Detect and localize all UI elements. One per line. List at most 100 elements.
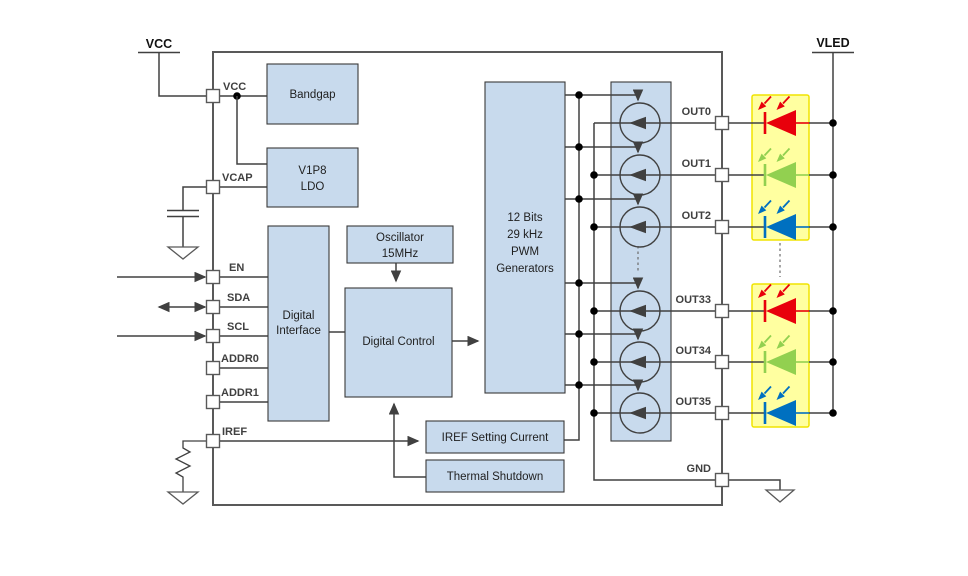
output-pin-label: OUT0 bbox=[682, 106, 711, 118]
led-emission-arrowhead bbox=[758, 153, 767, 162]
led-emission-arrow bbox=[782, 199, 791, 209]
junction-dot bbox=[590, 358, 598, 366]
pwm-control-wire bbox=[565, 89, 644, 102]
output-pin-label: OUT33 bbox=[676, 294, 711, 306]
led-triangle bbox=[766, 400, 796, 426]
block-bandgap: Bandgap bbox=[266, 63, 359, 125]
led-emission-arrow bbox=[782, 147, 791, 157]
ground-icon bbox=[764, 489, 796, 503]
vcc-to-ldo-wire bbox=[236, 96, 267, 165]
block-label: Generators bbox=[496, 263, 554, 275]
vled-junction-dot bbox=[829, 409, 837, 417]
block-v1p8-ldo: V1P8 LDO bbox=[266, 147, 359, 208]
pwm-control-wire bbox=[565, 277, 644, 290]
led-triangle bbox=[766, 214, 796, 240]
pin-scl bbox=[205, 328, 221, 344]
pin-gnd bbox=[714, 472, 730, 488]
led-emission-arrow bbox=[763, 147, 772, 157]
pwm-control-wire bbox=[565, 328, 644, 341]
junction-dot bbox=[590, 409, 598, 417]
block-rect bbox=[267, 225, 330, 422]
vcc-rail: VCC bbox=[138, 37, 207, 97]
pin-iref bbox=[205, 433, 221, 449]
current-direction-arrow bbox=[629, 168, 646, 182]
led-emission-arrow bbox=[763, 95, 772, 105]
led-emission-arrow bbox=[763, 385, 772, 395]
pin-label-iref: IREF bbox=[222, 426, 247, 438]
block-label: V1P8 bbox=[298, 165, 326, 177]
vcap-capacitor-circuit bbox=[166, 186, 207, 260]
vled-junction-dot bbox=[829, 358, 837, 366]
output-pin-label: OUT35 bbox=[676, 396, 711, 408]
pwm-control-wire bbox=[565, 193, 644, 206]
current-direction-arrow bbox=[629, 220, 646, 234]
gnd-circuit bbox=[728, 479, 796, 503]
junction-dot bbox=[575, 330, 583, 338]
led-emission-arrowhead bbox=[776, 340, 785, 349]
junction-dot bbox=[575, 279, 583, 287]
vcc-rail-label: VCC bbox=[146, 37, 172, 51]
output-pin bbox=[714, 303, 730, 319]
led-triangle bbox=[766, 162, 796, 188]
current-direction-arrow bbox=[629, 116, 646, 130]
led-emission-arrow bbox=[782, 385, 791, 395]
led-emission-arrowhead bbox=[758, 205, 767, 214]
junction-dot bbox=[575, 195, 583, 203]
pin-label-vcap: VCAP bbox=[222, 172, 253, 184]
led-emission-arrow bbox=[763, 283, 772, 293]
resistor-symbol bbox=[174, 440, 207, 492]
block-rect bbox=[344, 287, 453, 398]
output-channel-5: OUT35 bbox=[565, 379, 837, 434]
block-rect bbox=[425, 420, 565, 454]
pin-vcap bbox=[205, 179, 221, 195]
current-direction-arrow bbox=[629, 406, 646, 420]
vled-junction-dot bbox=[829, 307, 837, 315]
led-emission-arrow bbox=[782, 95, 791, 105]
pin-label-addr0: ADDR0 bbox=[221, 353, 259, 365]
block-iref-setting: IREF Setting Current bbox=[425, 420, 565, 454]
current-direction-arrow bbox=[629, 304, 646, 318]
output-pin bbox=[714, 115, 730, 131]
block-label: Digital bbox=[283, 310, 315, 322]
led-emission-arrow bbox=[763, 334, 772, 344]
pin-en bbox=[205, 269, 221, 285]
block-rect bbox=[266, 63, 359, 125]
led-triangle bbox=[766, 298, 796, 324]
vled-rail: VLED bbox=[812, 36, 854, 413]
block-rect bbox=[484, 81, 566, 394]
pin-addr0 bbox=[205, 360, 221, 376]
source-return-rail bbox=[593, 123, 716, 481]
led-emission-arrow bbox=[782, 334, 791, 344]
current-source-column bbox=[610, 81, 672, 442]
output-channel-1: OUT1 bbox=[565, 141, 837, 196]
block-oscillator: Oscillator 15MHz bbox=[346, 225, 454, 264]
output-pin bbox=[714, 405, 730, 421]
ground-icon bbox=[166, 491, 200, 505]
pwm-control-wire bbox=[565, 379, 644, 392]
led-triangle bbox=[766, 349, 796, 375]
block-label: 29 kHz bbox=[507, 229, 543, 241]
pin-label-sda: SDA bbox=[227, 292, 250, 304]
current-source-symbol bbox=[619, 206, 661, 248]
pin-label-scl: SCL bbox=[227, 321, 249, 333]
block-label: Bandgap bbox=[289, 89, 335, 101]
block-label: PWM bbox=[511, 246, 539, 258]
pin-vcc bbox=[205, 88, 221, 104]
block-label: Thermal Shutdown bbox=[447, 471, 544, 483]
vled-junction-dot bbox=[829, 223, 837, 231]
junction-dot bbox=[590, 171, 598, 179]
pin-addr1 bbox=[205, 394, 221, 410]
block-label: LDO bbox=[301, 181, 325, 193]
block-rect bbox=[346, 225, 454, 264]
block-label: 12 Bits bbox=[507, 212, 542, 224]
vcap-wire bbox=[182, 186, 207, 210]
pin-label-gnd: GND bbox=[687, 463, 712, 475]
block-digital-control: Digital Control bbox=[344, 287, 453, 398]
block-label: Digital Control bbox=[362, 336, 434, 348]
iref-resistor-circuit bbox=[166, 440, 207, 505]
led-emission-arrowhead bbox=[776, 289, 785, 298]
output-pin bbox=[714, 167, 730, 183]
block-thermal-shutdown: Thermal Shutdown bbox=[425, 459, 565, 493]
junction-dot bbox=[575, 91, 583, 99]
